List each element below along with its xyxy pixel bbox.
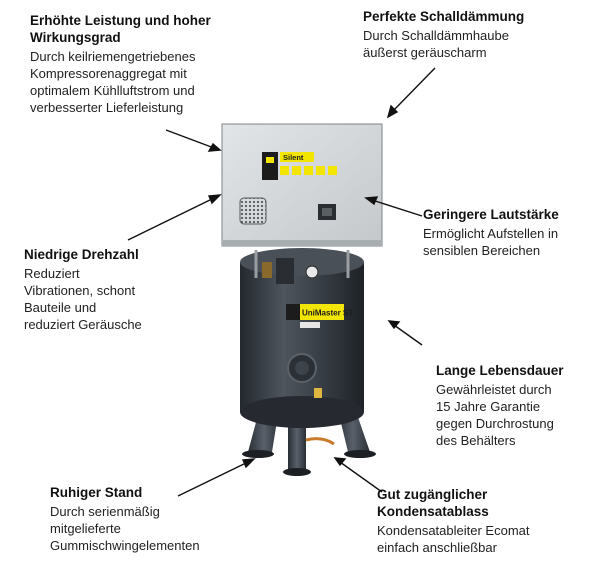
feature-stand-title: Ruhiger Stand <box>50 485 143 500</box>
feature-lautstaerke-text: Ermöglicht Aufstellen in sensiblen Berei… <box>423 226 559 258</box>
callout-arrows <box>127 67 436 497</box>
feature-drehzahl-text: Reduziert Vibrationen, schont Bauteile u… <box>24 266 142 332</box>
feature-lebensdauer: Lange Lebensdauer Gewährleistet durch 15… <box>436 362 596 449</box>
silent-hood: Silent <box>221 123 383 247</box>
feature-stand: Ruhiger Stand Durch serienmäßig mitgelie… <box>50 484 270 554</box>
feature-lautstaerke-title: Geringere Lautstärke <box>423 207 559 222</box>
hood-label: Silent <box>283 153 304 162</box>
feature-drehzahl: Niedrige Drehzahl Reduziert Vibrationen,… <box>24 246 204 333</box>
feature-kondensat: Gut zugänglicher Kondensatablass Kondens… <box>377 486 597 556</box>
feature-lautstaerke: Geringere Lautstärke Ermöglicht Aufstell… <box>423 206 598 259</box>
tank-label: UniMaster ST <box>302 309 353 318</box>
air-tank: UniMaster ST <box>240 248 364 428</box>
feature-kondensat-title: Gut zugänglicher Kondensatablass <box>377 487 489 519</box>
feature-leistung-title: Erhöhte Leistung und hoher Wirkungsgrad <box>30 13 211 45</box>
feature-schalldaemmung-text: Durch Schalldämmhaube äußerst geräuschar… <box>363 28 509 60</box>
feature-kondensat-text: Kondensatableiter Ecomat einfach anschli… <box>377 523 530 555</box>
feature-lebensdauer-title: Lange Lebensdauer <box>436 363 564 378</box>
feature-drehzahl-title: Niedrige Drehzahl <box>24 247 139 262</box>
feature-stand-text: Durch serienmäßig mitgelieferte Gummisch… <box>50 504 200 553</box>
feature-leistung-text: Durch keilriemengetriebenes Kompressoren… <box>30 49 196 115</box>
pressure-fittings <box>254 250 350 284</box>
feature-schalldaemmung-title: Perfekte Schalldämmung <box>363 9 525 24</box>
feature-leistung: Erhöhte Leistung und hoher Wirkungsgrad … <box>30 12 270 116</box>
feature-lebensdauer-text: Gewährleistet durch 15 Jahre Garantie ge… <box>436 382 554 448</box>
feature-schalldaemmung: Perfekte Schalldämmung Durch Schalldämmh… <box>363 8 583 61</box>
